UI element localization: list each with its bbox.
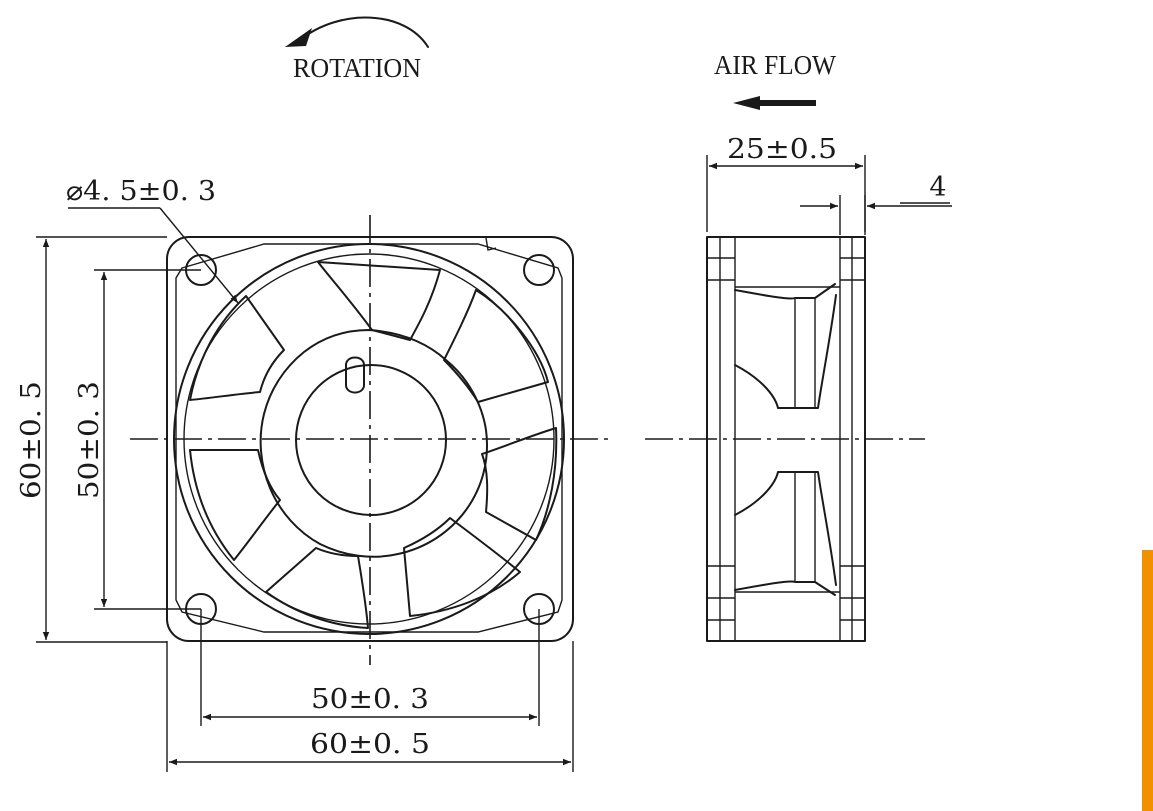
fan-blade: [317, 261, 441, 341]
side-lower-strut: [734, 471, 837, 586]
fan-hub-slot: [345, 356, 365, 394]
rotation-indicator: ROTATION: [285, 16, 429, 83]
width-inner-label: 50±0. 3: [311, 684, 429, 715]
side-view: [645, 236, 925, 642]
dimension-hole-diameter: ⌀4. 5±0. 3: [66, 176, 239, 304]
dimension-depth: 25±0.5: [706, 134, 866, 232]
fan-hub-cap: [295, 364, 447, 516]
screw-hole-top-right: [523, 254, 555, 286]
dimension-height-inner: 50±0. 3: [74, 269, 201, 610]
fan-blade: [481, 427, 558, 541]
flange-label: 4: [929, 172, 946, 203]
fan-blade: [265, 547, 369, 629]
fan-blade: [403, 517, 521, 617]
rotation-label: ROTATION: [293, 53, 421, 83]
airflow-label: AIR FLOW: [714, 50, 836, 80]
fan-blade: [443, 289, 549, 403]
width-outer-label: 60±0. 5: [310, 729, 430, 760]
front-view: [130, 215, 610, 665]
fan-hub: [259, 329, 488, 558]
dimension-flange: 4: [800, 172, 952, 235]
fan-blade: [189, 449, 281, 561]
height-inner-label: 50±0. 3: [74, 381, 105, 499]
hole-diameter-label: ⌀4. 5±0. 3: [66, 176, 216, 207]
depth-label: 25±0.5: [727, 134, 837, 165]
rotation-arrow-icon: [299, 16, 429, 48]
height-outer-label: 60±0. 5: [16, 381, 47, 499]
accent-bar: [1142, 550, 1153, 811]
airflow-indicator: AIR FLOW: [714, 50, 836, 110]
fan-housing-inner-outline: [175, 243, 563, 633]
dimension-width-inner: 50±0. 3: [200, 609, 540, 726]
fan-blades: [189, 261, 558, 629]
dimension-height-outer: 60±0. 5: [16, 236, 167, 643]
dimension-width-outer: 60±0. 5: [166, 641, 574, 772]
fan-blade: [189, 295, 285, 401]
airflow-arrow-icon: [733, 96, 816, 110]
